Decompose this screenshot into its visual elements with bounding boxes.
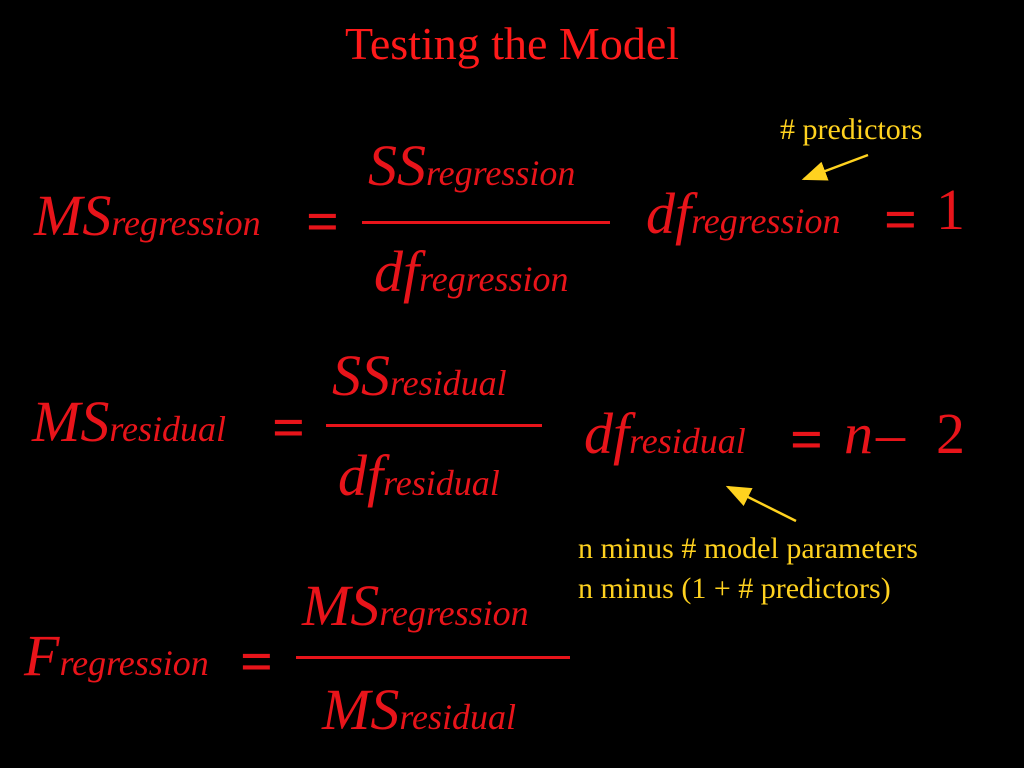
ms-symbol: MS — [322, 677, 400, 742]
ss-symbol: SS — [368, 133, 426, 198]
ss-regression-numerator: SSregression — [368, 136, 575, 196]
df-regression-denominator: dfregression — [374, 242, 568, 302]
equals-sign: = — [884, 187, 918, 252]
df-symbol: df — [374, 239, 420, 304]
n-variable: n — [844, 401, 873, 466]
f-symbol: F — [24, 623, 60, 688]
ms-symbol: MS — [302, 573, 380, 638]
df-symbol: df — [584, 401, 630, 466]
regression-subscript: regression — [419, 259, 569, 299]
regression-subscript: regression — [426, 153, 576, 193]
regression-subscript: regression — [111, 203, 261, 243]
df-symbol: df — [646, 181, 692, 246]
ss-residual-numerator: SSresidual — [332, 346, 507, 406]
residual-subscript: residual — [109, 409, 226, 449]
residual-annotation-line-1: n minus # model parameters — [578, 532, 918, 565]
residual-subscript: residual — [629, 421, 746, 461]
slide-title: Testing the Model — [344, 18, 680, 69]
equals-sign: = — [306, 189, 340, 254]
predictors-arrow — [801, 153, 869, 181]
df-residual-constant: 2 — [936, 401, 965, 466]
residual-annotation-line-2: n minus (1 + # predictors) — [578, 572, 891, 605]
equals-sign: = — [790, 407, 824, 472]
f-regression-lhs: Fregression — [24, 626, 209, 686]
fraction-bar — [362, 221, 610, 224]
equals-sign: = — [240, 629, 274, 694]
ms-symbol: MS — [32, 389, 110, 454]
fraction-bar — [296, 656, 570, 659]
ms-regression-numerator: MSregression — [302, 576, 529, 636]
df-symbol: df — [338, 443, 384, 508]
ms-residual-denominator: MSresidual — [322, 680, 516, 740]
df-residual-lhs: dfresidual — [584, 404, 746, 464]
ss-symbol: SS — [332, 343, 390, 408]
ms-symbol: MS — [34, 183, 112, 248]
regression-subscript: regression — [59, 643, 209, 683]
minus-sign: – — [876, 401, 905, 466]
ms-regression-lhs: MSregression — [34, 186, 261, 246]
df-regression-value: 1 — [936, 177, 965, 242]
regression-subscript: regression — [379, 593, 529, 633]
predictors-annotation: # predictors — [780, 113, 923, 146]
residual-subscript: residual — [383, 463, 500, 503]
ms-residual-lhs: MSresidual — [32, 392, 226, 452]
residual-subscript: residual — [390, 363, 507, 403]
regression-subscript: regression — [691, 201, 841, 241]
equals-sign: = — [272, 395, 306, 460]
df-residual-denominator: dfresidual — [338, 446, 500, 506]
residual-arrow — [725, 485, 797, 523]
residual-subscript: residual — [399, 697, 516, 737]
df-regression-lhs: dfregression — [646, 184, 840, 244]
fraction-bar — [326, 424, 542, 427]
